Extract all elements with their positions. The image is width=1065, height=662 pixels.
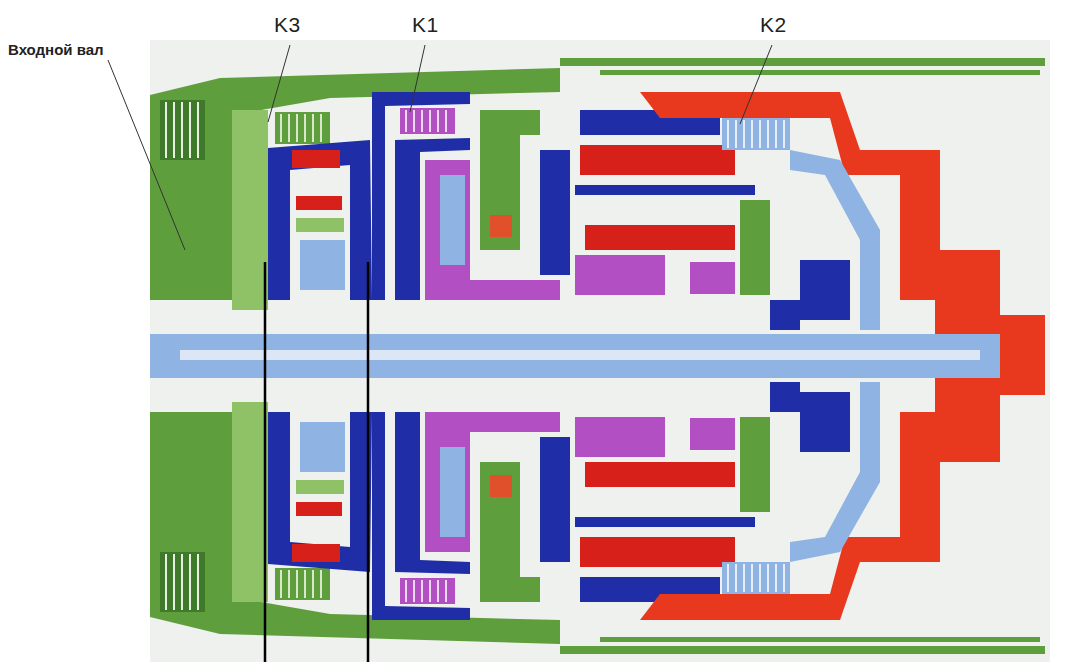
clutch-label: K3	[274, 14, 301, 35]
part-label: Входной вал	[8, 42, 104, 57]
clutch-label: K1	[412, 14, 439, 35]
clutch-label: K2	[760, 14, 787, 35]
